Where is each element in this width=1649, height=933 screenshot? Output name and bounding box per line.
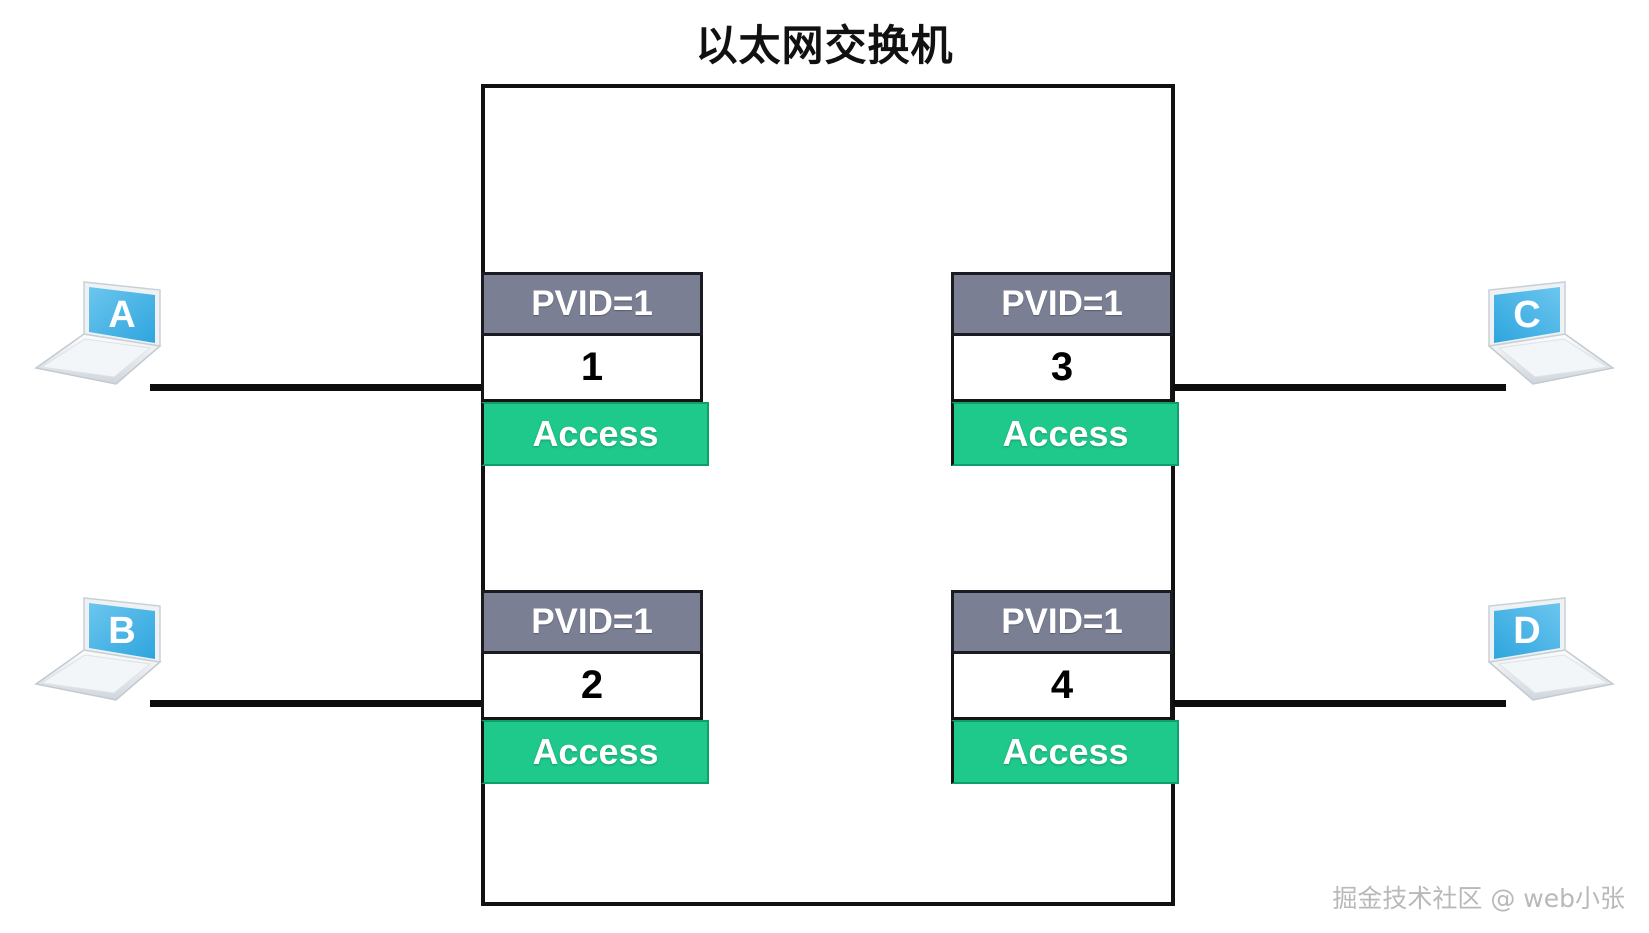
port-4-mode-band: Access [951, 720, 1179, 784]
host-laptop-a[interactable]: A [28, 272, 168, 392]
port-1-pvid-band: PVID=1 [481, 272, 703, 336]
port-4-number: 4 [951, 654, 1173, 720]
link-host-b-to-port-2 [150, 700, 485, 707]
port-block-3[interactable]: PVID=1 3 Access [951, 272, 1179, 466]
port-block-1[interactable]: PVID=1 1 Access [481, 272, 709, 466]
port-2-mode-band: Access [481, 720, 709, 784]
link-host-c-to-port-3 [1171, 384, 1506, 391]
laptop-icon: C [1487, 281, 1615, 385]
port-2-number: 2 [481, 654, 703, 720]
port-4-pvid-band: PVID=1 [951, 590, 1173, 654]
host-a-label: A [108, 294, 135, 336]
watermark-text: 掘金技术社区 @ web小张 [1332, 884, 1625, 913]
port-1-number: 1 [481, 336, 703, 402]
host-c-label: C [1513, 294, 1540, 336]
port-3-number: 3 [951, 336, 1173, 402]
port-1-mode-band: Access [481, 402, 709, 466]
host-b-label: B [108, 610, 135, 652]
port-3-pvid-band: PVID=1 [951, 272, 1173, 336]
laptop-icon: A [34, 281, 162, 385]
host-laptop-b[interactable]: B [28, 588, 168, 708]
page-title: 以太网交换机 [695, 21, 954, 70]
port-3-mode-band: Access [951, 402, 1179, 466]
port-block-4[interactable]: PVID=1 4 Access [951, 590, 1179, 784]
port-block-2[interactable]: PVID=1 2 Access [481, 590, 709, 784]
host-laptop-c[interactable]: C [1481, 272, 1621, 392]
laptop-icon: D [1487, 597, 1615, 701]
laptop-icon: B [34, 597, 162, 701]
host-d-label: D [1513, 610, 1540, 652]
link-host-d-to-port-4 [1171, 700, 1506, 707]
host-laptop-d[interactable]: D [1481, 588, 1621, 708]
link-host-a-to-port-1 [150, 384, 485, 391]
port-2-pvid-band: PVID=1 [481, 590, 703, 654]
